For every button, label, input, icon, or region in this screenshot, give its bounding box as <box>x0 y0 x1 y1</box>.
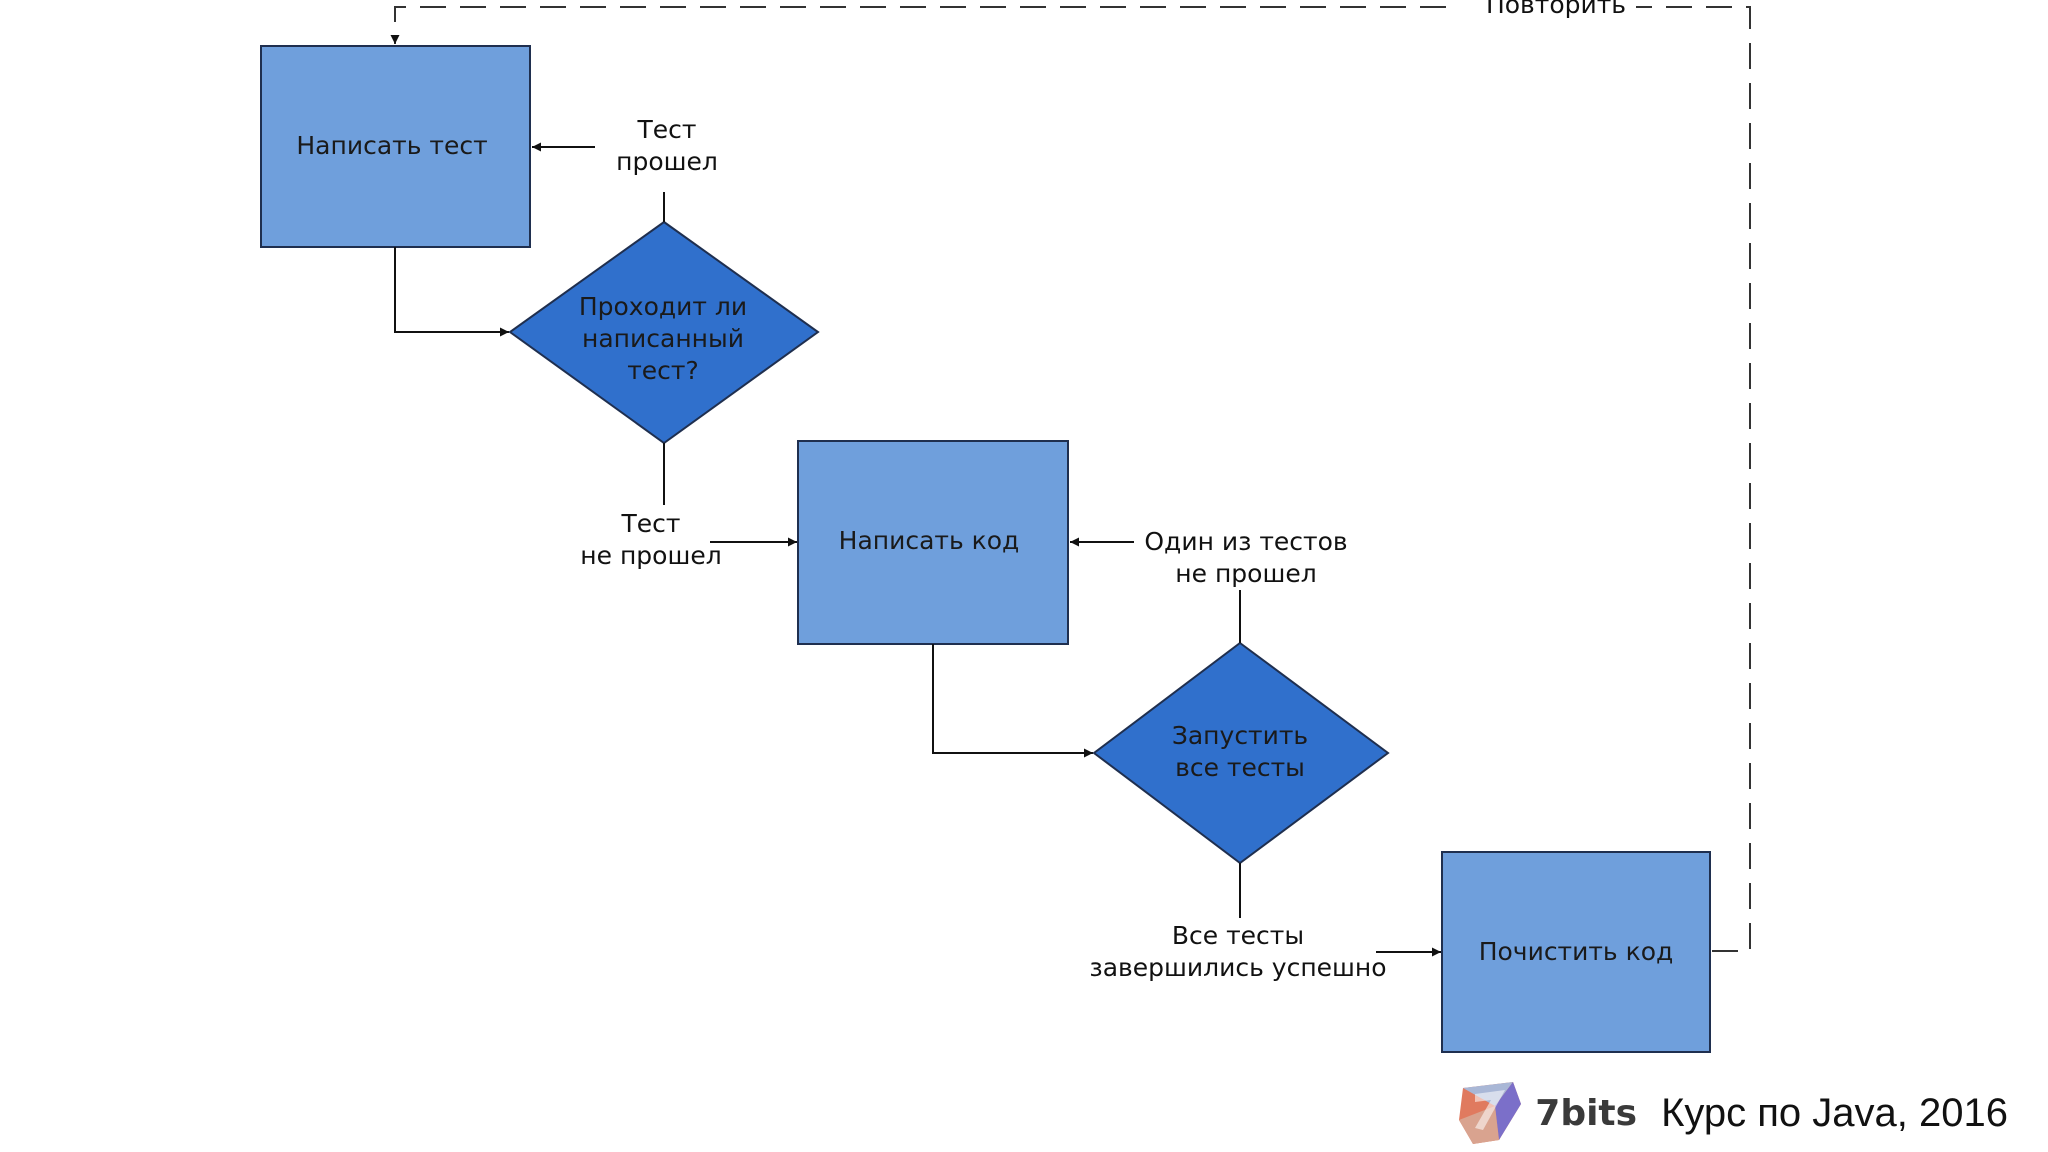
test-passed-label-1: Тест <box>637 115 697 144</box>
node-write-test: Написать тест <box>260 45 531 248</box>
repeat-loop: Повторить <box>390 0 1751 952</box>
one-failed-label-1: Один из тестов <box>1144 527 1347 556</box>
edge-test-passed: Тест прошел <box>532 115 718 222</box>
decision-run-all-line-1: Запустить <box>1172 721 1308 750</box>
test-passed-label-2: прошел <box>616 147 718 176</box>
course-caption: Курс по Java, 2016 <box>1661 1090 2008 1135</box>
node-write-code-label: Написать код <box>839 526 1020 555</box>
test-failed-label-2: не прошел <box>580 541 721 570</box>
node-decision-run-all: Запустить все тесты <box>1092 641 1390 865</box>
all-passed-label-1: Все тесты <box>1172 921 1304 950</box>
7bits-logo-icon <box>1459 1082 1522 1144</box>
decision-passes-line-3: тест? <box>627 356 699 385</box>
edge-test-failed: Тест не прошел <box>580 443 797 570</box>
edge-write-test-to-decision <box>394 247 509 337</box>
all-passed-label-2: завершились успешно <box>1089 953 1386 982</box>
decision-run-all-line-2: все тесты <box>1175 753 1305 782</box>
one-failed-label-2: не прошел <box>1175 559 1316 588</box>
decision-passes-line-1: Проходит ли <box>579 292 747 321</box>
footer: 7bits Курс по Java, 2016 <box>1455 1078 2008 1148</box>
edge-all-passed: Все тесты завершились успешно <box>1089 863 1441 982</box>
node-clean-code: Почистить код <box>1441 851 1711 1053</box>
edge-one-failed: Один из тестов не прошел <box>1070 527 1348 643</box>
edge-write-code-to-run-all <box>932 644 1093 758</box>
test-failed-label-1: Тест <box>621 509 681 538</box>
repeat-label: Повторить <box>1486 0 1626 19</box>
node-write-code: Написать код <box>797 440 1069 645</box>
decision-passes-line-2: написанный <box>582 324 744 353</box>
node-clean-code-label: Почистить код <box>1479 937 1674 966</box>
node-write-test-label: Написать тест <box>296 131 487 160</box>
brand-name: 7bits <box>1535 1092 1638 1134</box>
node-decision-passes: Проходит ли написанный тест? <box>508 220 820 445</box>
